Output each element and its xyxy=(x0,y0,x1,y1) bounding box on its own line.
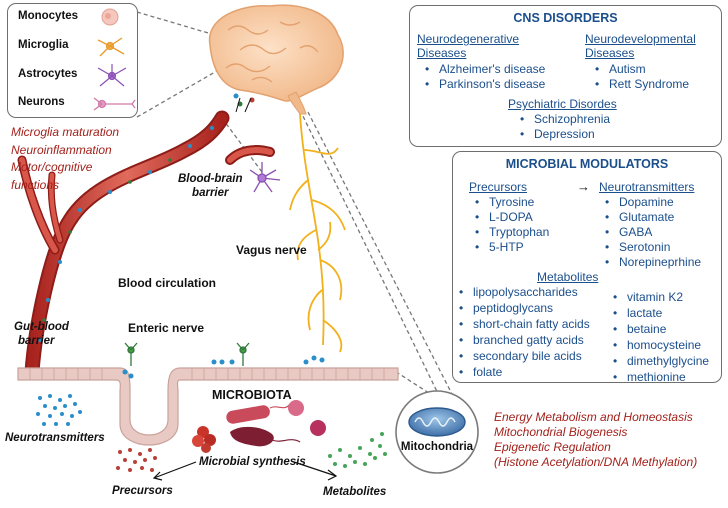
metabolites-heading: Metabolites xyxy=(537,270,599,284)
precursor-5-htp: 5-HTP xyxy=(473,240,549,255)
gut-blood-barrier-label: Gut-blood barrier xyxy=(14,320,69,348)
vagus-nerve xyxy=(289,113,346,353)
legend-neurons-label: Neurons xyxy=(18,96,65,108)
mito-effect-energy: Energy Metabolism and Homeostasis xyxy=(494,410,693,424)
gut-wall xyxy=(17,367,399,446)
metabolites-label: Metabolites xyxy=(323,486,387,498)
microbiota-illustration xyxy=(192,400,326,453)
cns-effects-list: Microglia maturation Neuroinflammation M… xyxy=(11,124,119,194)
legend-monocytes-label: Monocytes xyxy=(18,10,79,22)
effect-motor-cognitive: Motor/cognitive xyxy=(11,160,93,174)
neurodegenerative-heading-line1: Neurodegenerative xyxy=(417,32,520,46)
metabolite-betaine: betaine xyxy=(611,321,709,337)
neurodegenerative-group: Neurodegenerative Diseases Alzheimer's d… xyxy=(417,32,545,92)
precursors-heading: Precursors xyxy=(469,180,528,194)
metabolite-branched-fatty-acids: branched gatty acids xyxy=(457,332,590,348)
precursor-tryptophan: Tryptophan xyxy=(473,225,549,240)
nt-glutamate: Glutamate xyxy=(603,210,701,225)
nt-serotonin: Serotonin xyxy=(603,240,701,255)
effect-functions: functions xyxy=(11,177,60,192)
cns-disorders-title: CNS DISORDERS xyxy=(513,11,618,25)
precursor-to-neurotransmitter-arrow: → xyxy=(577,179,590,194)
microglia-icon xyxy=(97,37,125,57)
precursors-group: Precursors Tyrosine L-DOPA Tryptophan 5-… xyxy=(469,180,549,255)
gut-blood-line1: Gut-blood xyxy=(14,321,69,333)
mitochondria-effects-list: Energy Metabolism and Homeostasis Mitoch… xyxy=(494,410,697,470)
neurodevelopmental-heading-line1: Neurodevelopmental xyxy=(585,32,696,46)
astrocyte-illustration xyxy=(249,162,281,193)
mitochondria-label: Mitochondria xyxy=(400,441,474,453)
disorder-alzheimers: Alzheimer's disease xyxy=(423,62,545,77)
nt-norepinephrine: Norepineprhine xyxy=(603,255,701,270)
legend-microglia-label: Microglia xyxy=(18,39,69,51)
metabolite-lipopolysaccharides: lipopolysaccharides xyxy=(457,284,590,300)
bbb-label: Blood-brain barrier xyxy=(178,172,243,200)
microbial-modulators-title: MICROBIAL MODULATORS xyxy=(505,157,669,171)
effect-neuroinflammation: Neuroinflammation xyxy=(11,142,112,157)
cns-disorders-panel: CNS DISORDERS Neurodegenerative Diseases… xyxy=(409,5,722,147)
neurotransmitters-heading: Neurotransmitters xyxy=(599,180,695,194)
neurotransmitter-dots xyxy=(36,394,82,426)
metabolites-right-list: vitamin K2 lactate betaine homocysteine … xyxy=(611,289,709,385)
metabolite-lactate: lactate xyxy=(611,305,709,321)
neurodevelopmental-heading-line2: Diseases xyxy=(585,46,635,60)
neurodevelopmental-group: Neurodevelopmental Diseases Autism Rett … xyxy=(585,32,696,92)
metabolite-peptidoglycans: peptidoglycans xyxy=(457,300,590,316)
mito-effect-epigenetic: Epigenetic Regulation xyxy=(494,440,611,454)
enteric-nerve-label: Enteric nerve xyxy=(128,321,205,335)
cell-types-legend: Monocytes Microglia Astrocytes Neurons xyxy=(7,3,138,118)
gut-blood-line2: barrier xyxy=(18,335,55,347)
metabolite-secondary-bile-acids: secondary bile acids xyxy=(457,348,590,364)
disorder-rett-syndrome: Rett Syndrome xyxy=(593,77,696,92)
legend-astrocytes-label: Astrocytes xyxy=(18,68,78,80)
synthesis-arrows xyxy=(152,461,338,481)
bbb-label-line1: Blood-brain xyxy=(178,173,243,185)
microbiota-label: MICROBIOTA xyxy=(212,388,292,402)
neurodegenerative-heading-line2: Diseases xyxy=(417,46,467,60)
enteric-neurons xyxy=(124,342,250,366)
nt-gaba: GABA xyxy=(603,225,701,240)
metabolite-methionine: methionine xyxy=(611,369,709,385)
microbial-synthesis-label: Microbial synthesis xyxy=(199,456,306,468)
nt-dopamine: Dopamine xyxy=(603,195,701,210)
disorder-schizophrenia: Schizophrenia xyxy=(518,112,617,127)
mito-effect-biogenesis: Mitochondrial Biogenesis xyxy=(494,425,628,439)
blood-circulation-label: Blood circulation xyxy=(118,276,217,290)
monocyte-icon xyxy=(101,8,119,26)
neurotransmitters-label: Neurotransmitters xyxy=(5,432,105,444)
disorder-parkinsons: Parkinson's disease xyxy=(423,77,545,92)
neurotransmitters-group: Neurotransmitters Dopamine Glutamate GAB… xyxy=(599,180,701,270)
disorder-depression: Depression xyxy=(518,127,617,142)
brain-illustration xyxy=(208,4,344,115)
legend-cell-icons xyxy=(93,8,136,111)
metabolite-vitamin-k2: vitamin K2 xyxy=(611,289,709,305)
mitochondria-illustration xyxy=(395,390,479,474)
astrocyte-icon xyxy=(97,64,127,87)
neuron-icon xyxy=(93,97,136,111)
effect-microglia-maturation: Microglia maturation xyxy=(11,125,120,139)
disorder-autism: Autism xyxy=(593,62,696,77)
precursor-tyrosine: Tyrosine xyxy=(473,195,549,210)
metabolite-homocysteine: homocysteine xyxy=(611,337,709,353)
microbial-modulators-panel: MICROBIAL MODULATORS Precursors Tyrosine… xyxy=(452,151,722,385)
psychiatric-heading: Psychiatric Disordes xyxy=(508,97,617,111)
precursor-l-dopa: L-DOPA xyxy=(473,210,549,225)
psychiatric-group: Psychiatric Disordes Schizophrenia Depre… xyxy=(508,97,617,142)
luminal-molecules xyxy=(122,355,325,379)
mito-effect-histone: (Histone Acetylation/DNA Methylation) xyxy=(494,455,698,469)
precursor-dots xyxy=(116,448,157,472)
blood-vessel xyxy=(17,110,275,380)
brain-entry-molecules xyxy=(233,93,255,113)
metabolite-folate: folate xyxy=(457,364,590,380)
precursors-label: Precursors xyxy=(112,485,173,497)
bbb-label-line2: barrier xyxy=(192,187,229,199)
vagus-nerve-label: Vagus nerve xyxy=(236,243,307,257)
metabolite-scfa: short-chain fatty acids xyxy=(457,316,590,332)
metabolites-left-list: lipopolysaccharides peptidoglycans short… xyxy=(457,284,590,380)
metabolite-dots xyxy=(328,432,387,468)
metabolite-dimethylglycine: dimethylglycine xyxy=(611,353,709,369)
